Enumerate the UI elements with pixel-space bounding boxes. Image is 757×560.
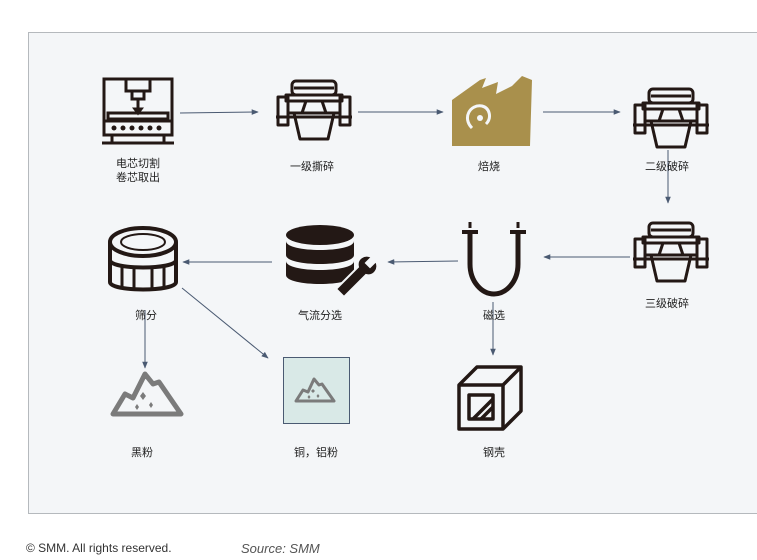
node-label-cutting-2: 卷芯取出 <box>116 170 160 184</box>
node-label-steel-shell: 钢壳 <box>483 445 505 459</box>
screening-drum-icon <box>108 226 178 292</box>
node-label-magnetic: 磁选 <box>483 309 505 322</box>
cu-al-powder-box <box>283 357 350 424</box>
arrow-magnetic-to-air <box>387 259 459 265</box>
black-powder-icon <box>110 371 184 417</box>
flow-arrows <box>142 109 671 369</box>
node-label-primary: 一级撕碎 <box>290 159 334 173</box>
node-label-secondary: 二级破碎 <box>645 159 689 173</box>
cutting-machine-icon <box>102 77 174 145</box>
steel-shell-icon <box>457 365 523 431</box>
magnet-icon <box>462 222 526 297</box>
arrow-screen-to-cual <box>181 287 269 359</box>
node-label-air: 气流分选 <box>298 308 342 322</box>
node-label-cu-al: 铜，铝粉 <box>294 445 338 459</box>
node-label-black-powder: 黑粉 <box>131 446 153 459</box>
cu-al-powder-icon <box>294 377 336 403</box>
source-text: Source: SMM <box>241 541 320 556</box>
node-label-roasting: 焙烧 <box>478 159 500 173</box>
copyright-text: © SMM. All rights reserved. <box>26 541 172 555</box>
air-separator-icon <box>286 225 379 299</box>
roasting-icon <box>452 76 532 146</box>
arrow-cut-to-primary <box>179 109 259 115</box>
node-label-tertiary: 三级破碎 <box>645 296 689 310</box>
node-label-cutting-1: 电芯切割 <box>116 156 160 170</box>
node-label-screening: 筛分 <box>135 308 157 322</box>
